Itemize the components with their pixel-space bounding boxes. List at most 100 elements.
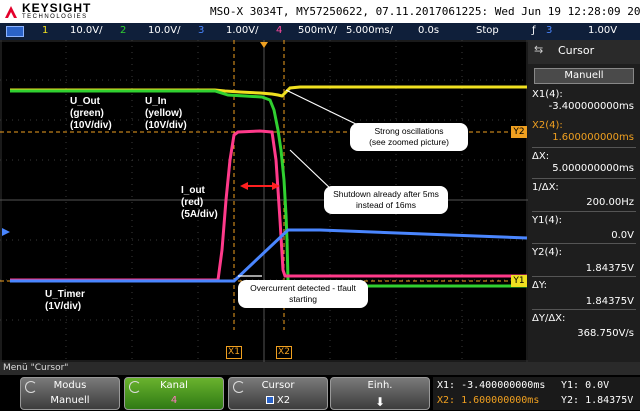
brand-name: KEYSIGHT (22, 1, 92, 15)
panel-header: ⇆ Cursor (528, 40, 640, 64)
readout-bottom-x2: X2: 1.600000000ms (437, 395, 540, 406)
cursor-y1-marker[interactable]: Y1 (511, 275, 527, 287)
instrument-info: MSO-X 3034T, MY57250622, 07.11.201706122… (210, 5, 640, 18)
label-i-out-text: I_out (red) (5A/div) (181, 185, 218, 220)
panel-title: Cursor (558, 44, 595, 57)
softkey-channel-value: 4 (170, 395, 178, 406)
ch4-scale[interactable]: 500mV/ (298, 25, 338, 36)
waveform-display[interactable]: U_Out (green) (10V/div) U_In (yellow) (1… (0, 40, 528, 362)
brand-subtitle: TECHNOLOGIES (22, 14, 88, 20)
cursor-y2-marker[interactable]: Y2 (511, 126, 527, 138)
trace-i-out (10, 129, 527, 282)
label-u-out-text: U_Out (green) (10V/div) (70, 96, 112, 131)
trigger-status: ƒ 3 1.00V (528, 23, 640, 40)
callout-shutdown: Shutdown already after 5ms instead of 16… (324, 186, 448, 214)
channel-status-bar: 1 10.0V/ 2 10.0V/ 3 1.00V/ 4 500mV/ 5.00… (0, 23, 528, 40)
cursor-readout: X1: -3.400000000ms X2: 1.600000000ms Y1:… (433, 377, 640, 410)
softkey-channel-label: Kanal (160, 380, 188, 391)
readout-x2-label: X2(4): (532, 120, 563, 131)
readout-dx-label: ΔX: (532, 151, 550, 162)
callout-line-shutdown (289, 149, 333, 191)
softkey-cursor[interactable]: Cursor X2 (228, 377, 328, 410)
divider (532, 243, 636, 244)
timebase-scale[interactable]: 5.000ms/ (346, 25, 393, 36)
timebase-delay[interactable]: 0.0s (418, 25, 440, 36)
softkey-channel[interactable]: Kanal 4 (124, 377, 224, 410)
label-u-in: U_In (yellow) (10V/div) (145, 96, 187, 132)
knob-icon (25, 381, 37, 393)
keysight-logo-icon (5, 5, 17, 18)
readout-y2-value: 1.84375V (585, 263, 634, 274)
cursor-panel: ƒ 3 1.00V ⇆ Cursor Manuell X1(4): -3.400… (528, 23, 640, 362)
ch3-number[interactable]: 3 (198, 25, 205, 36)
readout-bottom-y2: Y2: 1.84375V (561, 395, 634, 406)
softkey-mode-value: Manuell (50, 395, 90, 406)
readout-dy-label: ΔY: (532, 280, 547, 291)
divider (532, 178, 636, 179)
readout-y2-label: Y2(4): (532, 247, 563, 258)
checkbox-icon (265, 396, 274, 404)
ch3-scale[interactable]: 1.00V/ (226, 25, 259, 36)
divider (532, 211, 636, 212)
softkey-units-label: Einh. (367, 380, 393, 391)
ch1-scale[interactable]: 10.0V/ (70, 25, 103, 36)
readout-y1-label: Y1(4): (532, 215, 563, 226)
run-state[interactable]: Stop (476, 25, 499, 36)
waveform-graph (0, 40, 528, 362)
divider (532, 276, 636, 277)
cursor-mode-value[interactable]: Manuell (534, 68, 634, 84)
cursor-x1-marker[interactable]: X1 (226, 346, 242, 359)
readout-x1-value: -3.400000000ms (548, 101, 634, 112)
softkey-mode-label: Modus (53, 380, 87, 391)
display-mode-icon[interactable] (6, 26, 24, 37)
delta-time-arrow (240, 182, 280, 190)
divider (532, 309, 636, 310)
softkey-cursor-value: X2 (276, 395, 291, 406)
readout-dydx-label: ΔY/ΔX: (532, 313, 566, 324)
readout-inv-dx-label: 1/ΔX: (532, 182, 559, 193)
softkey-units[interactable]: Einh. ⬇ (330, 377, 430, 410)
readout-dydx-value: 368.750V/s (577, 328, 634, 339)
trigger-edge-icon[interactable]: ƒ (532, 25, 536, 36)
readout-dx-value: 5.000000000ms (552, 163, 634, 174)
trace-u-timer (10, 228, 528, 283)
callout-oscillations: Strong oscillations (see zoomed picture) (350, 123, 468, 151)
ch4-number[interactable]: 4 (276, 25, 283, 36)
ch3-ground-icon (2, 228, 10, 236)
softkey-cursor-label: Cursor (261, 380, 295, 391)
trigger-level[interactable]: 1.00V (588, 25, 618, 36)
trace-u-in (10, 85, 527, 98)
keysight-logo: KEYSIGHT TECHNOLOGIES (4, 2, 91, 21)
arrow-down-icon: ⬇ (374, 395, 386, 409)
ch1-number[interactable]: 1 (42, 25, 49, 36)
softkey-mode[interactable]: Modus Manuell (20, 377, 120, 410)
ch2-scale[interactable]: 10.0V/ (148, 25, 181, 36)
readout-y1-value: 0.0V (611, 230, 634, 241)
label-u-in-text: U_In (yellow) (10V/div) (145, 96, 187, 131)
callout-overcurrent: Overcurrent detected - tfault starting (238, 280, 368, 308)
menu-title: Menü "Cursor" (0, 362, 640, 375)
trigger-position-icon (260, 42, 268, 48)
title-bar: KEYSIGHT TECHNOLOGIES MSO-X 3034T, MY572… (0, 0, 640, 23)
label-u-timer-text: U_Timer (1V/div) (45, 289, 85, 312)
callout-line-osc (285, 89, 361, 127)
readout-x2-value: 1.600000000ms (552, 132, 634, 143)
trigger-channel[interactable]: 3 (546, 25, 553, 36)
knob-icon (129, 381, 141, 393)
readout-inv-dx-value: 200.00Hz (586, 197, 634, 208)
readout-dy-value: 1.84375V (585, 296, 634, 307)
panel-settings-icon[interactable]: ⇆ (534, 43, 544, 56)
softkey-cursor-value-wrap: X2 (229, 395, 327, 406)
readout-x1-label: X1(4): (532, 89, 563, 100)
divider (532, 147, 636, 148)
ch2-number[interactable]: 2 (120, 25, 127, 36)
trace-u-out (10, 89, 527, 288)
label-i-out: I_out (red) (5A/div) (181, 185, 218, 221)
cursor-x2-marker[interactable]: X2 (276, 346, 292, 359)
knob-icon (233, 381, 245, 393)
label-u-timer: U_Timer (1V/div) (45, 289, 85, 313)
readout-bottom-y1: Y1: 0.0V (561, 380, 610, 391)
softkey-bar: Modus Manuell Kanal 4 Cursor X2 Einh. ⬇ … (0, 375, 640, 411)
readout-bottom-x1: X1: -3.400000000ms (437, 380, 546, 391)
label-u-out: U_Out (green) (10V/div) (70, 96, 112, 132)
